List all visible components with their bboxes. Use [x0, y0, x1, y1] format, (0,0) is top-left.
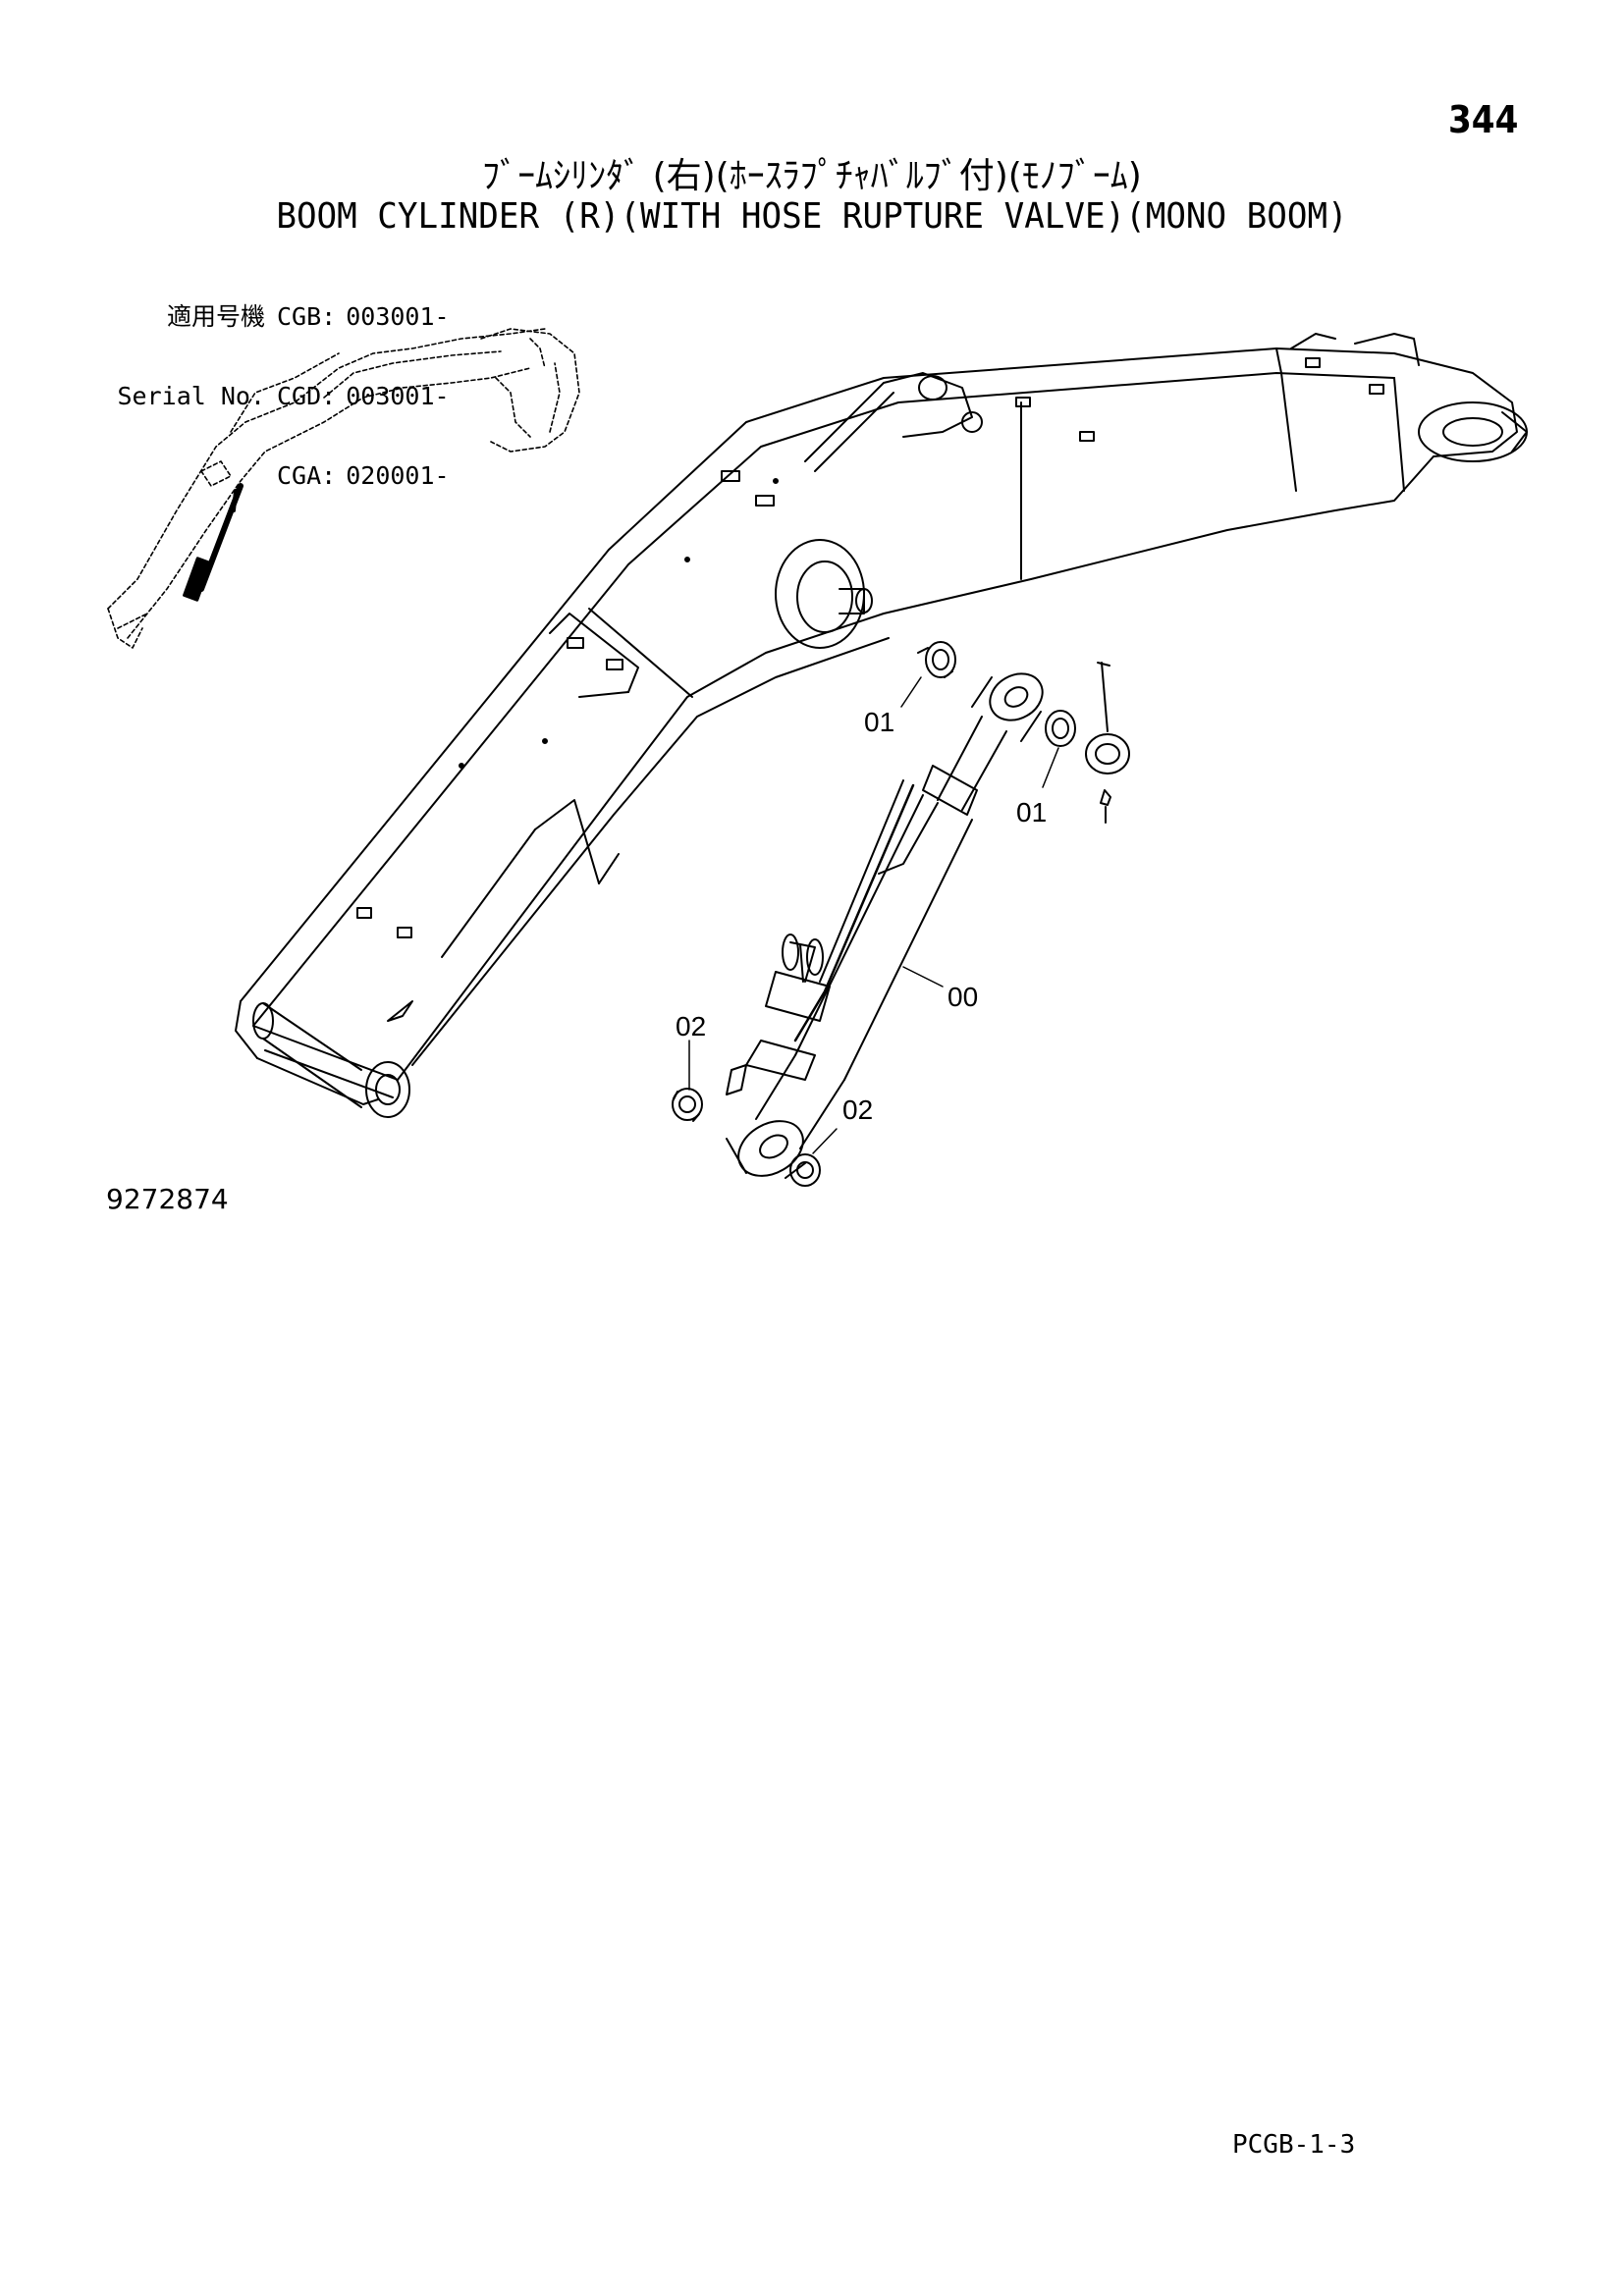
locator-thumbnail	[107, 328, 580, 649]
footer-code: PCGB-1-3	[1232, 2130, 1356, 2160]
bushings-and-hardware	[672, 641, 1130, 1187]
boom-assembly	[235, 333, 1528, 1118]
serial-label-en: Serial No.	[117, 382, 265, 410]
drawing-number: 9272874	[106, 1183, 229, 1215]
page-number: 344	[1448, 98, 1519, 141]
serial-number-block: 適用号機 CGB: 003001- Serial No. CGD: 003001…	[113, 250, 450, 515]
leader-lines	[688, 676, 1059, 1154]
boom-cylinder	[726, 672, 1044, 1179]
callout-01-collar-bushing: 01	[1016, 797, 1048, 828]
callout-00-cylinder: 00	[947, 982, 979, 1012]
serial-model: CGA:	[277, 461, 337, 490]
callout-01-rod-bushing: 01	[864, 707, 895, 737]
title-japanese: ﾌﾞｰﾑｼﾘﾝﾀﾞ (右)(ﾎｰｽﾗﾌﾟﾁｬﾊﾞﾙﾌﾞ付)(ﾓﾉﾌﾞｰﾑ)	[482, 156, 1142, 196]
callout-02-head-bushing-b: 02	[842, 1095, 874, 1125]
serial-number: 020001-	[346, 461, 450, 490]
locator-cylinder-highlight	[183, 483, 244, 602]
serial-number: 003001-	[346, 302, 450, 331]
serial-label-ja: 適用号機	[166, 302, 265, 331]
serial-row-3: CGA: 020001-	[113, 462, 450, 489]
serial-number: 003001-	[346, 382, 450, 410]
title-english: BOOM CYLINDER (R)(WITH HOSE RUPTURE VALV…	[276, 196, 1348, 237]
serial-model: CGB:	[277, 302, 337, 331]
serial-row-2: Serial No. CGD: 003001-	[113, 382, 450, 410]
serial-row-1: 適用号機 CGB: 003001-	[113, 303, 450, 330]
callout-02-head-bushing-a: 02	[676, 1011, 707, 1041]
